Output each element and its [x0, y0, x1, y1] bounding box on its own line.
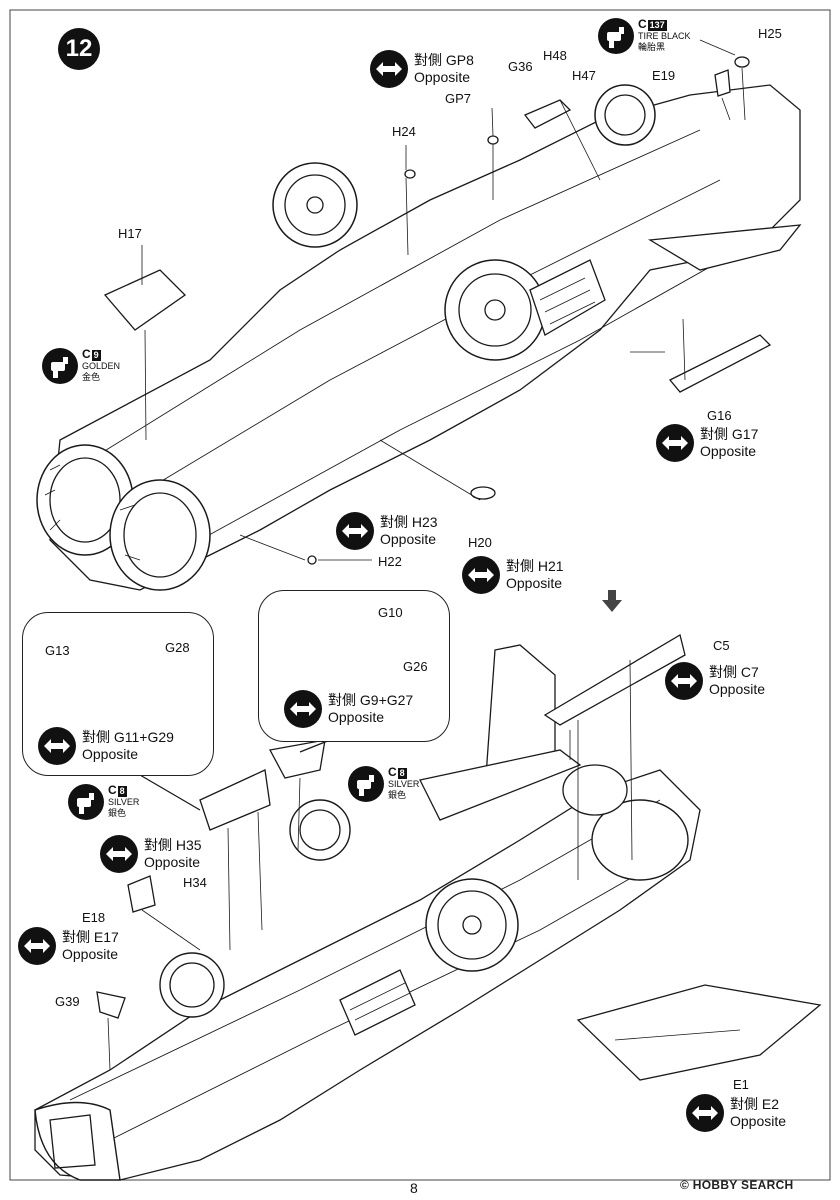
part-label-e19: E19: [652, 68, 676, 83]
part-label-gp7: GP7: [445, 91, 472, 106]
part-label-h34: H34: [183, 875, 207, 890]
double-arrow-icon: [18, 927, 56, 965]
paint-brush-icon: [598, 18, 634, 54]
wheel-main-upper: [444, 259, 546, 361]
nozzle-right: [109, 479, 211, 591]
paint-brush-icon: [42, 348, 78, 384]
watermark: © HOBBY SEARCH: [680, 1178, 794, 1192]
double-arrow-icon: [656, 424, 694, 462]
part-label-h17: H17: [118, 226, 142, 241]
double-arrow-icon: [100, 835, 138, 873]
double-arrow-icon: [370, 50, 408, 88]
part-label-g36: G36: [508, 59, 533, 74]
step-number: 12: [58, 28, 100, 70]
part-label-h47: H47: [572, 68, 596, 83]
double-arrow-icon: [284, 690, 322, 728]
part-label-g13: G13: [45, 643, 70, 658]
part-label-g26: G26: [403, 659, 428, 674]
double-arrow-icon: [38, 727, 76, 765]
part-label-h48: H48: [543, 48, 567, 63]
double-arrow-icon: [462, 556, 500, 594]
wheel-main-lower: [425, 878, 519, 972]
double-arrow-icon: [686, 1094, 724, 1132]
part-label-h25: H25: [758, 26, 782, 41]
wheel-nose-lower: [289, 799, 351, 861]
part-label-e1: E1: [733, 1077, 749, 1092]
part-label-h24: H24: [392, 124, 416, 139]
wheel-tire-upper: [594, 84, 656, 146]
part-label-h22: H22: [378, 554, 402, 569]
part-label-e18: E18: [82, 910, 106, 925]
paint-brush-icon: [68, 784, 104, 820]
part-label-h20: H20: [468, 535, 492, 550]
stabilator: [576, 984, 822, 1081]
part-label-g16: G16: [707, 408, 732, 423]
part-label-g10: G10: [378, 605, 403, 620]
double-arrow-icon: [336, 512, 374, 550]
part-label-c5: C5: [713, 638, 730, 653]
paint-brush-icon: [348, 766, 384, 802]
page-number: 8: [410, 1180, 418, 1196]
part-label-g39: G39: [55, 994, 80, 1009]
intake: [34, 1101, 121, 1181]
part-label-g28: G28: [165, 640, 190, 655]
double-arrow-icon: [665, 662, 703, 700]
